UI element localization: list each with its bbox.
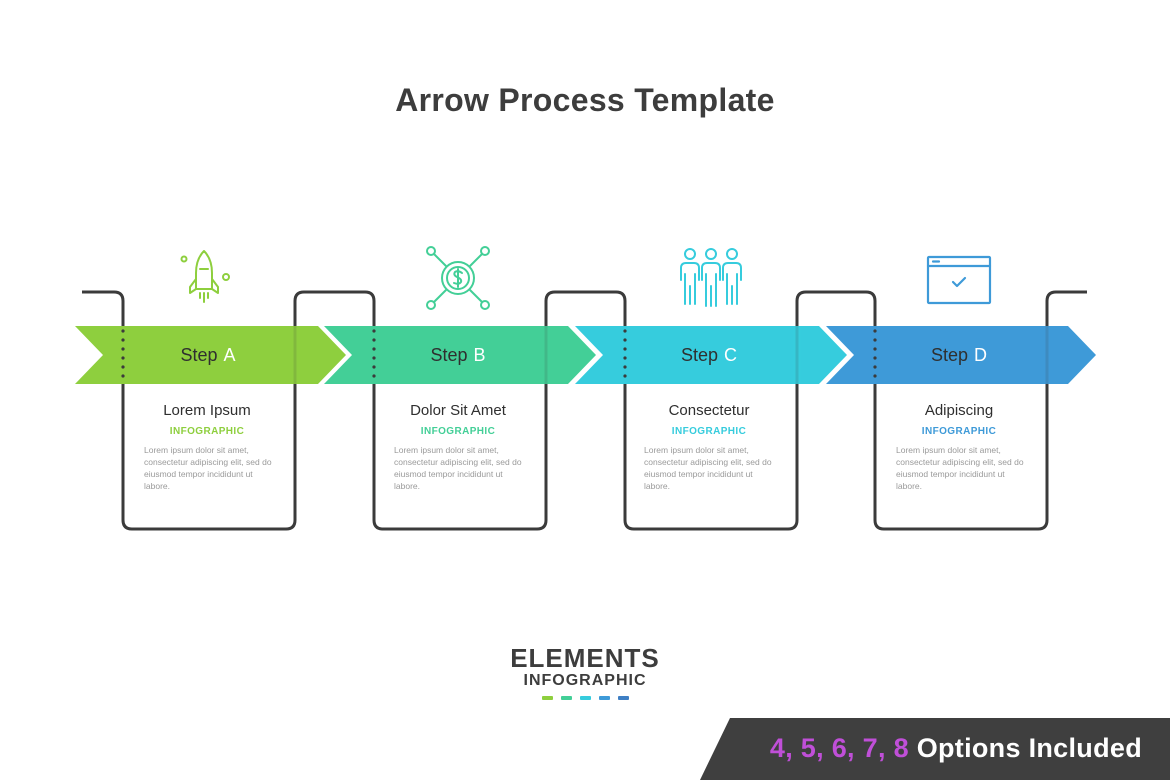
dollar-network-icon — [426, 246, 490, 310]
badge-background — [700, 718, 1170, 780]
step-d-arrow — [826, 326, 1096, 384]
step-b-heading: Dolor Sit Amet — [410, 402, 506, 419]
page-title: Arrow Process Template — [395, 82, 775, 118]
brand-bottom-text: INFOGRAPHIC — [523, 672, 647, 689]
step-a-arrow — [75, 326, 346, 384]
options-badge: 4, 5, 6, 7, 8 Options Included — [770, 733, 1142, 764]
step-a-body: Lorem ipsum dolor sit amet, consectetur … — [144, 445, 272, 491]
step-b-body: Lorem ipsum dolor sit amet, consectetur … — [394, 445, 522, 491]
step-b-letter: B — [473, 345, 486, 365]
step-a-subheading: INFOGRAPHIC — [169, 426, 245, 437]
step-b-arrow — [324, 326, 596, 384]
options-text: Options Included — [916, 733, 1142, 763]
brand-color-dashes — [0, 696, 1170, 700]
step-b-subheading: INFOGRAPHIC — [420, 426, 496, 437]
step-a-letter: A — [223, 345, 236, 365]
step-c-arrow — [575, 326, 847, 384]
team-icon — [680, 248, 742, 307]
step-d-subheading: INFOGRAPHIC — [921, 426, 997, 437]
brand-top-text: ELEMENTS — [510, 643, 660, 673]
step-d-body: Lorem ipsum dolor sit amet, consectetur … — [896, 445, 1024, 491]
step-c-body: Lorem ipsum dolor sit amet, consectetur … — [644, 445, 772, 491]
step-c-letter: C — [724, 345, 738, 365]
step-a-heading: Lorem Ipsum — [163, 402, 251, 419]
connector-outline — [82, 290, 1087, 531]
step-d-heading: Adipiscing — [924, 402, 994, 419]
brand-logo: ELEMENTS INFOGRAPHIC — [0, 644, 1170, 700]
step-c-heading: Consectetur — [668, 402, 750, 419]
step-d-letter: D — [974, 345, 988, 365]
rocket-icon — [180, 250, 230, 303]
options-numbers: 4, 5, 6, 7, 8 — [769, 733, 909, 763]
browser-check-icon — [926, 255, 992, 305]
step-c-subheading: INFOGRAPHIC — [671, 426, 747, 437]
